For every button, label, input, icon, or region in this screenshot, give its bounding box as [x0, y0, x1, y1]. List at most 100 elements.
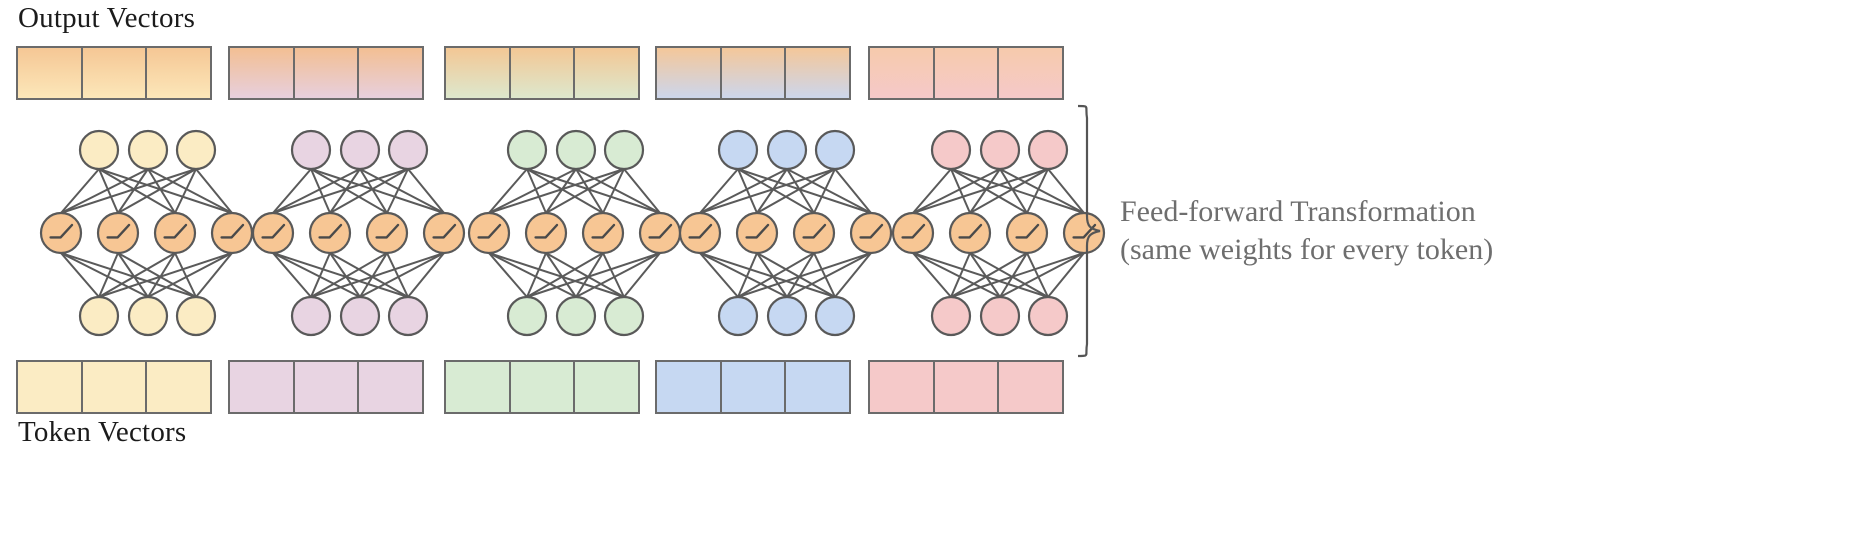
network-output-node — [979, 129, 1021, 171]
network-edge — [526, 168, 547, 214]
output-vector-cell — [228, 46, 295, 100]
network-edge — [488, 252, 625, 298]
network-edge — [488, 168, 577, 214]
network-hidden-node — [891, 211, 935, 255]
network-edge — [60, 252, 197, 298]
network-hidden-node — [849, 211, 893, 255]
output-vector-cell — [655, 46, 722, 100]
network-hidden-node — [153, 211, 197, 255]
output-vector-cell — [145, 46, 213, 100]
network-edge — [969, 168, 1049, 214]
network-edges — [488, 168, 661, 298]
network-edge — [623, 168, 661, 214]
network-edge — [272, 252, 409, 298]
relu-activation-icon — [106, 223, 131, 239]
network-edge — [272, 168, 361, 214]
network-input-node — [555, 295, 597, 337]
network-output-node — [387, 129, 429, 171]
token-vector-cell — [444, 360, 511, 414]
network-edge — [756, 252, 788, 298]
relu-activation-icon — [534, 223, 559, 239]
token-vector-cell — [16, 360, 83, 414]
network-edge — [272, 252, 361, 298]
network-edge — [756, 168, 788, 214]
output-vector-cell — [784, 46, 852, 100]
relu-activation-icon — [1015, 223, 1040, 239]
network-edge — [602, 168, 625, 214]
network-edge — [950, 168, 971, 214]
network-edge — [545, 252, 577, 298]
network-edge — [737, 252, 758, 298]
network-input-node — [1027, 295, 1069, 337]
network-input-node — [387, 295, 429, 337]
network-input-node — [930, 295, 972, 337]
network-edge — [329, 252, 409, 298]
network-edge — [545, 168, 625, 214]
relu-activation-icon — [591, 223, 616, 239]
grouping-brace — [1077, 104, 1101, 358]
network-edge — [737, 168, 815, 214]
network-input-node — [175, 295, 217, 337]
network-edge — [60, 252, 149, 298]
network-edge — [699, 252, 788, 298]
network-edge — [912, 252, 1049, 298]
network-edge — [117, 252, 197, 298]
network-edge — [98, 252, 233, 298]
network-edge — [117, 252, 149, 298]
relu-activation-icon — [1072, 223, 1097, 239]
network-edge — [1047, 168, 1085, 214]
network-edge — [310, 252, 388, 298]
network-edge — [310, 252, 445, 298]
network-edge — [950, 252, 971, 298]
token-vector-cell — [868, 360, 935, 414]
network-hidden-node — [792, 211, 836, 255]
token-vector-cell — [357, 360, 425, 414]
network-edge — [98, 168, 233, 214]
output-vectors-label: Output Vectors — [18, 2, 196, 34]
network-edge — [147, 252, 176, 298]
network-edge — [969, 252, 1001, 298]
output-vector-cell — [997, 46, 1065, 100]
network-input-node — [339, 295, 381, 337]
token-vector-cell — [80, 360, 148, 414]
token-vector-cell — [508, 360, 576, 414]
network-edge — [526, 252, 604, 298]
feed-forward-network — [878, 118, 1128, 348]
relu-activation-icon — [648, 223, 673, 239]
network-output-node — [175, 129, 217, 171]
network-edge — [1026, 168, 1049, 214]
network-edge — [98, 168, 176, 214]
network-edge — [272, 252, 312, 298]
network-output-node — [930, 129, 972, 171]
network-edge — [786, 168, 872, 214]
network-edge — [526, 252, 547, 298]
token-vector-cell — [573, 360, 641, 414]
network-edge — [98, 252, 119, 298]
output-vector-cell — [16, 46, 83, 100]
relu-activation-icon — [958, 223, 983, 239]
network-edge — [999, 168, 1028, 214]
network-edge — [526, 168, 661, 214]
network-input-node — [127, 295, 169, 337]
network-output-node — [555, 129, 597, 171]
network-edge — [272, 168, 312, 214]
output-vector-cell — [573, 46, 641, 100]
output-vector — [228, 46, 425, 100]
network-edge — [117, 168, 197, 214]
token-vector-cell — [145, 360, 213, 414]
network-edge — [147, 168, 233, 214]
output-vector — [16, 46, 213, 100]
network-edge — [756, 252, 836, 298]
network-hidden-node — [308, 211, 352, 255]
network-edge — [310, 168, 388, 214]
network-edge — [602, 252, 625, 298]
network-hidden-node — [524, 211, 568, 255]
network-edge — [174, 168, 197, 214]
token-vector — [655, 360, 852, 414]
network-edge — [1047, 252, 1085, 298]
network-edge — [912, 168, 952, 214]
network-hidden-node — [581, 211, 625, 255]
network-output-node — [506, 129, 548, 171]
output-vector-cell — [508, 46, 576, 100]
output-vector — [868, 46, 1065, 100]
